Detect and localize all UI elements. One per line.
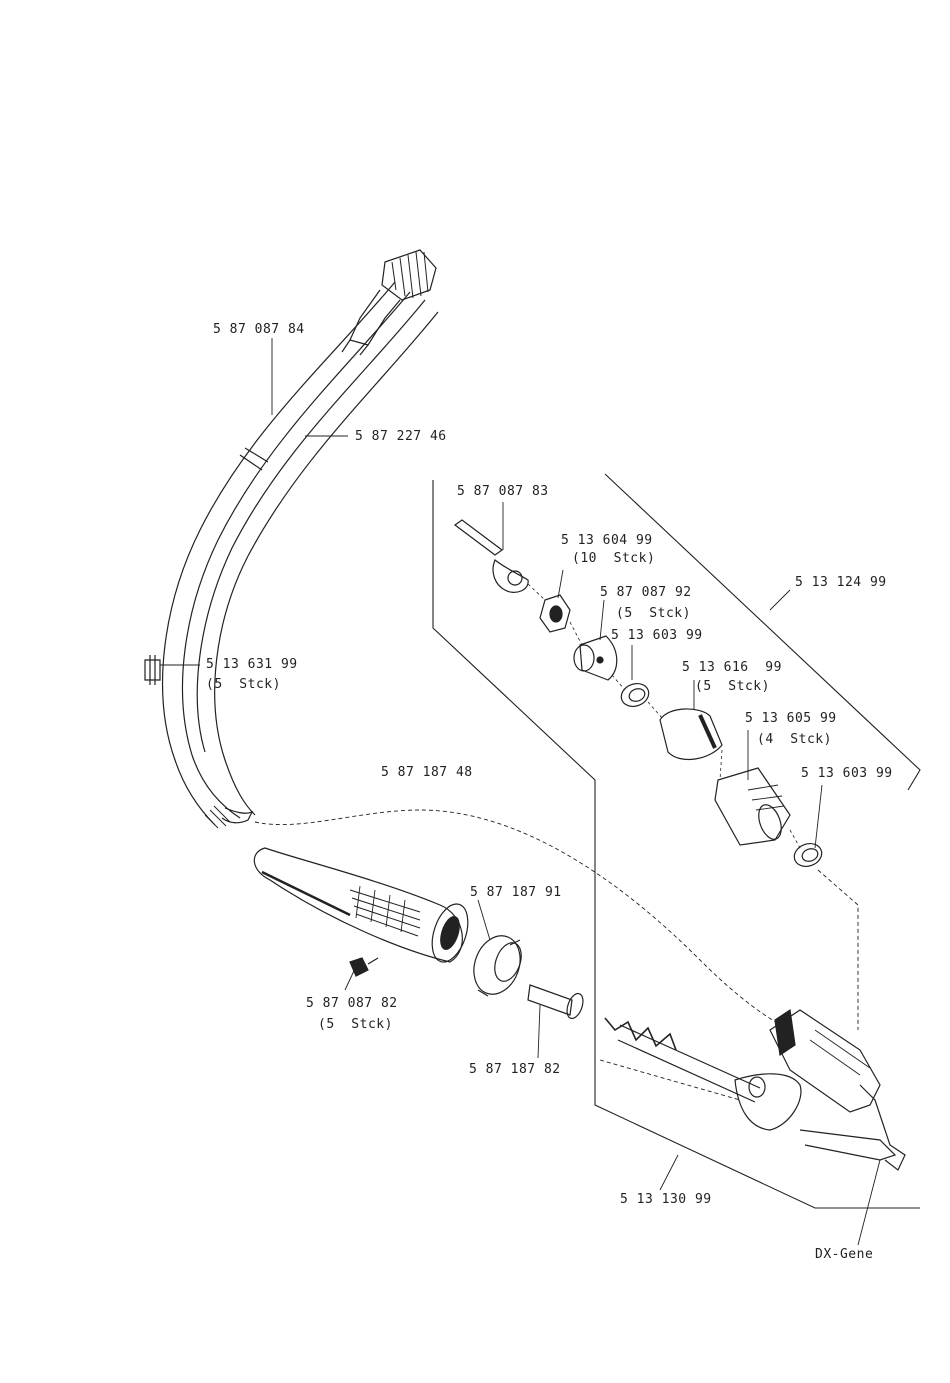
- screw-drawing: [350, 958, 378, 976]
- part-qty-5-87-087-82: (5 Stck): [318, 1017, 393, 1032]
- part-label-5-87-087-82: 5 87 087 82: [306, 996, 398, 1011]
- part-qty-5-87-087-92: (5 Stck): [616, 606, 691, 621]
- part-label-dx-gene: DX-Gene: [815, 1247, 873, 1262]
- part-qty-5-13-605-99: (4 Stck): [757, 732, 832, 747]
- part-label-5-13-604-99: 5 13 604 99: [561, 533, 653, 548]
- part-label-5-13-631-99: 5 13 631 99: [206, 657, 298, 672]
- part-label-5-87-087-84: 5 87 087 84: [213, 322, 305, 337]
- part-label-5-13-130-99: 5 13 130 99: [620, 1192, 712, 1207]
- part-label-5-13-603-99-upper: 5 13 603 99: [611, 628, 703, 643]
- kit-parts-drawing: [455, 520, 825, 870]
- part-label-5-87-227-46: 5 87 227 46: [355, 429, 447, 444]
- grip-handle-drawing: [254, 848, 474, 966]
- leader-lines: [160, 338, 880, 1245]
- part-label-5-13-616-99: 5 13 616 99: [682, 660, 782, 675]
- part-qty-5-13-631-99: (5 Stck): [206, 677, 281, 692]
- part-label-5-87-087-83: 5 87 087 83: [457, 484, 549, 499]
- part-label-5-87-187-82: 5 87 187 82: [469, 1062, 561, 1077]
- part-label-5-13-603-99-lower: 5 13 603 99: [801, 766, 893, 781]
- part-label-5-87-087-92: 5 87 087 92: [600, 585, 692, 600]
- part-label-5-13-124-99: 5 13 124 99: [795, 575, 887, 590]
- part-qty-5-13-616-99: (5 Stck): [695, 679, 770, 694]
- assembly-guide-lines: [255, 810, 858, 1100]
- part-label-5-87-187-48: 5 87 187 48: [381, 765, 473, 780]
- ring-nut-drawing: [466, 929, 528, 1000]
- part-label-5-87-187-91: 5 87 187 91: [470, 885, 562, 900]
- bushing-drawing: [528, 985, 586, 1021]
- part-qty-5-13-604-99: (10 Stck): [572, 551, 655, 566]
- part-label-5-13-605-99: 5 13 605 99: [745, 711, 837, 726]
- throttle-housing-drawing: [735, 1010, 905, 1170]
